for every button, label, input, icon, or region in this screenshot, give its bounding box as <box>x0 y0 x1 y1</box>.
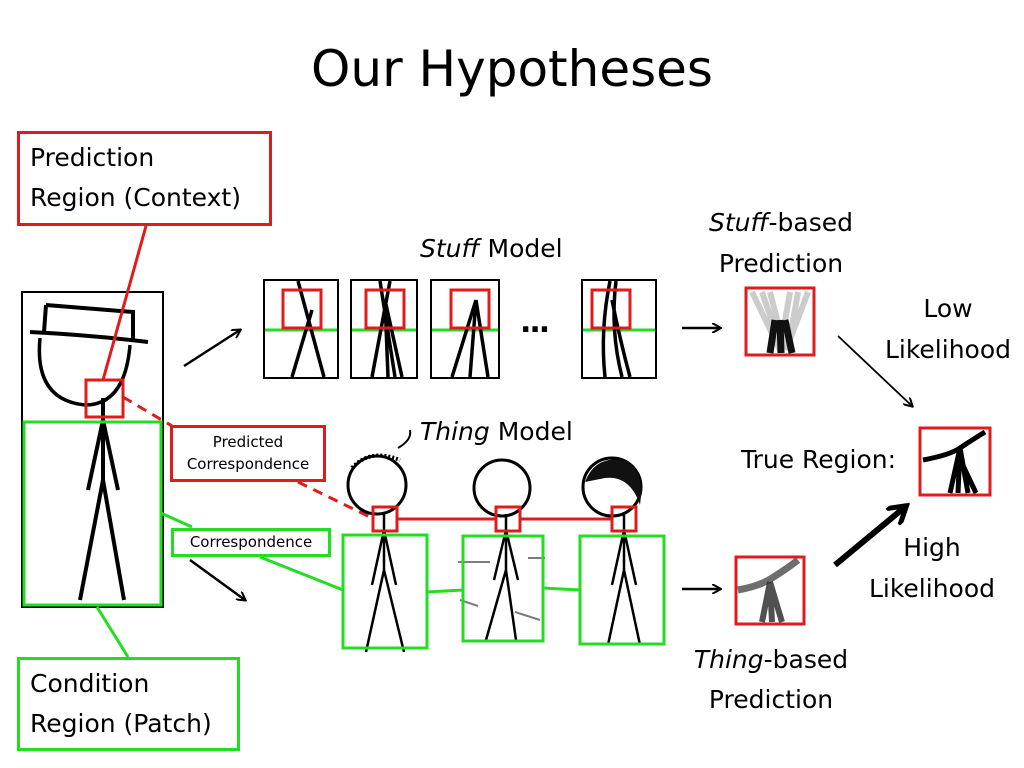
thing-prediction-patch <box>734 555 806 626</box>
prediction-region-line1: Prediction <box>30 143 155 172</box>
high-likelihood-line1: High <box>903 533 961 562</box>
predicted-correspondence-line1: Predicted <box>212 433 284 451</box>
stuff-exemplar-1 <box>263 279 339 379</box>
predicted-corr-leader-b <box>297 480 373 520</box>
low-likelihood-arrow-icon <box>837 335 912 406</box>
predicted-correspondence-line2: Correspondence <box>186 455 310 473</box>
arrow-to-stuff-icon <box>183 330 240 368</box>
corr-leader-a <box>160 511 193 529</box>
prediction-region-line2: Region (Context) <box>30 183 241 212</box>
arrow-to-thing-icon <box>189 558 245 600</box>
thing-prediction-italic: Thing <box>693 645 764 674</box>
thing-model-rest: Model <box>489 417 573 446</box>
thing-exemplar-2 <box>458 458 545 643</box>
high-likelihood-arrow-icon <box>833 507 905 568</box>
thing-exemplar-1 <box>341 429 429 653</box>
prediction-region-callout: Prediction Region (Context) <box>17 131 272 226</box>
correspondence-callout: Correspondence <box>171 528 331 557</box>
condition-region-line1: Condition <box>30 669 150 698</box>
stuff-prediction-rest: -based <box>768 208 854 237</box>
stuff-model-label: Stuff Model <box>420 236 563 261</box>
predicted-corr-leader-a <box>122 395 173 428</box>
low-likelihood-line2: Likelihood <box>884 335 1012 364</box>
thing-prediction-label-line2: Prediction <box>708 685 834 714</box>
stuff-prediction-patch <box>744 286 816 357</box>
thing-prediction-rest: -based <box>763 645 849 674</box>
thing-exemplar-3 <box>578 456 666 646</box>
speech-tick <box>397 429 412 449</box>
condition-region-box <box>22 420 163 607</box>
stuff-prediction-label-line1: Stuff-based <box>696 210 866 235</box>
stuff-ellipsis: ... <box>520 305 550 340</box>
query-figure <box>21 291 164 608</box>
thing-prediction-label-line1: Thing-based <box>686 647 856 672</box>
query-image-frame <box>21 291 164 608</box>
corr-leader-b <box>259 555 344 592</box>
condition-region-callout: Condition Region (Patch) <box>17 657 240 751</box>
stuff-exemplar-3 <box>430 279 500 379</box>
thing-green-link-1 <box>426 588 464 594</box>
stuff-model-italic: Stuff <box>420 234 480 263</box>
thing-green-link-2 <box>542 586 581 592</box>
predicted-correspondence-callout: Predicted Correspondence <box>170 425 326 482</box>
low-likelihood-line1: Low <box>923 294 973 323</box>
prediction-callout-leader <box>101 225 148 381</box>
stuff-exemplar-2 <box>350 279 418 379</box>
high-likelihood-line2: Likelihood <box>868 574 996 603</box>
stuff-model-rest: Model <box>479 234 563 263</box>
condition-callout-leader <box>95 606 130 658</box>
thing-model-label: Thing Model <box>420 419 573 444</box>
stuff-prediction-label-line2: Prediction <box>718 249 844 278</box>
correspondence-label: Correspondence <box>189 533 313 551</box>
thing-model-italic: Thing <box>420 417 490 446</box>
slide-title: Our Hypotheses <box>311 40 713 98</box>
true-region-label: True Region: <box>741 445 897 474</box>
hat-top <box>45 303 135 340</box>
condition-region-line2: Region (Patch) <box>30 709 212 738</box>
body <box>78 398 126 601</box>
true-region-patch <box>918 426 992 497</box>
hat-brim <box>29 330 149 344</box>
stuff-exemplar-4 <box>581 279 657 379</box>
stuff-prediction-italic: Stuff <box>708 208 769 237</box>
